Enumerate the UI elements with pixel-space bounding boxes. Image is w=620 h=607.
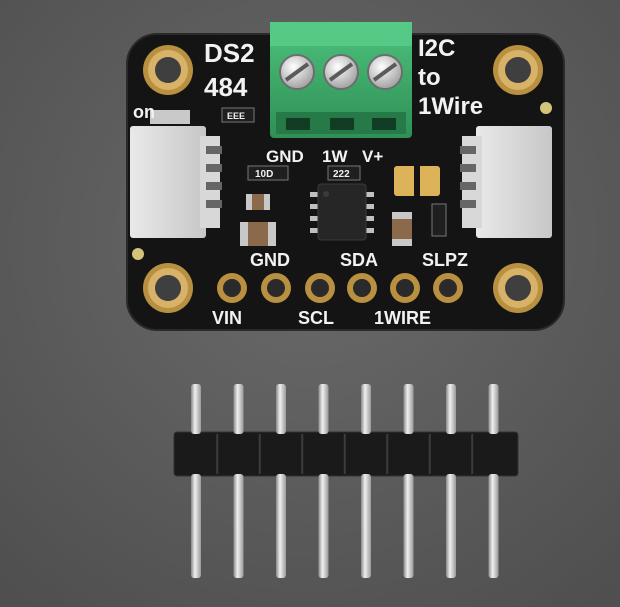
header-pin xyxy=(446,384,456,434)
mounting-hole xyxy=(493,263,543,313)
header-plastic-body xyxy=(173,431,519,477)
smd-resistor xyxy=(221,107,255,123)
header-pin xyxy=(233,474,244,578)
header-pin xyxy=(191,384,201,434)
terminal-label-gnd: GND xyxy=(266,147,304,166)
screw-icon xyxy=(323,54,359,90)
pin-label-scl: SCL xyxy=(298,308,334,328)
smd-resistor xyxy=(247,165,289,181)
board-name-line1: DS2 xyxy=(204,38,255,68)
mounting-hole xyxy=(143,263,193,313)
pin-label-gnd: GND xyxy=(250,250,290,270)
header-pin xyxy=(361,474,371,578)
stemma-connector-left xyxy=(130,110,222,238)
smd-capacitor xyxy=(246,194,270,210)
header-pin xyxy=(276,384,286,434)
fiducial xyxy=(540,102,552,114)
mounting-hole xyxy=(143,45,193,95)
header-pin xyxy=(191,474,201,578)
pin-pad xyxy=(217,273,247,303)
board-function-line1: I2C xyxy=(418,35,455,62)
board-name-line2: 484 xyxy=(204,72,248,102)
pin-pad xyxy=(261,273,291,303)
terminal-label-vplus: V+ xyxy=(362,147,383,166)
pin-label-vin: VIN xyxy=(212,308,242,328)
terminal-label-1w: 1W xyxy=(322,147,348,166)
breakout-board: DS2 484 I2C to 1Wire on GND 1W V+ 222 10… xyxy=(126,22,565,331)
pin-pad xyxy=(305,273,335,303)
header-pin xyxy=(488,384,499,434)
pin-pad xyxy=(390,273,420,303)
header-pin xyxy=(403,384,414,434)
pin-label-slpz: SLPZ xyxy=(422,250,468,270)
on-label: on xyxy=(133,102,155,122)
screw-icon xyxy=(279,54,315,90)
pin-pad xyxy=(347,273,377,303)
pin-label-1wire: 1WIRE xyxy=(374,308,431,328)
component-mark: EEE xyxy=(227,111,245,121)
pin-pad-row xyxy=(217,273,463,303)
smd-capacitor xyxy=(240,222,276,246)
mounting-hole xyxy=(493,45,543,95)
smd-resistor xyxy=(431,203,447,237)
header-pin xyxy=(446,474,456,578)
header-pin xyxy=(361,384,371,434)
pin-label-sda: SDA xyxy=(340,250,378,270)
header-pin xyxy=(318,474,329,578)
board-function-line2: to xyxy=(418,64,441,91)
board-function-line3: 1Wire xyxy=(418,93,483,120)
solder-jumper xyxy=(394,166,440,196)
screw-terminal-block xyxy=(270,22,412,138)
pin-pad xyxy=(433,273,463,303)
pin-header-strip xyxy=(173,384,519,578)
header-pin xyxy=(488,474,499,578)
header-pin xyxy=(276,474,286,578)
screw-icon xyxy=(367,54,403,90)
header-pin xyxy=(318,384,329,434)
chip-marking-resistor xyxy=(327,165,361,181)
header-pin xyxy=(233,384,244,434)
header-pin xyxy=(403,474,414,578)
stemma-connector-right xyxy=(460,126,552,238)
chip-marking: 222 xyxy=(333,169,350,180)
ic-chip xyxy=(310,183,374,241)
component-mark: 10D xyxy=(255,169,273,180)
smd-capacitor xyxy=(392,212,412,246)
fiducial xyxy=(132,248,144,260)
